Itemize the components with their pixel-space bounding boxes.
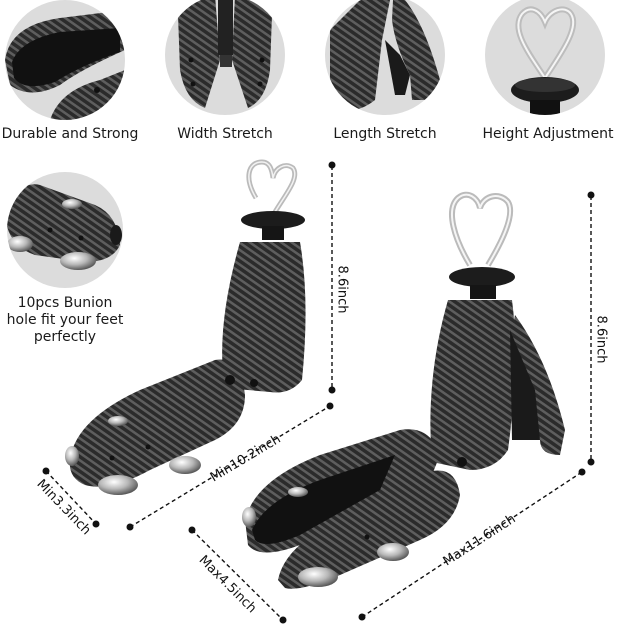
feature-image-height [485,0,605,115]
shoe-stretcher-min [65,159,306,495]
shoe-stretcher-max [242,191,565,589]
bunion-label-line2: hole fit your feet [6,312,124,328]
dim-line-min-width [45,470,97,525]
feature-label-width: Width Stretch [177,126,273,142]
feature-image-width [165,0,285,115]
bunion-label: 10pcs Bunion hole fit your feet perfectl… [0,295,135,346]
feature-label-height: Height Adjustment [482,126,614,142]
dim-line-max-length [361,471,583,618]
bunion-image [7,172,123,288]
dimension-lines [45,166,592,621]
feature-label-length: Length Stretch [333,126,437,142]
dim-label-max-height: 8.6inch [593,315,609,364]
feature-image-durable [5,0,125,120]
dim-line-min-length [129,405,331,528]
feature-label-durable: Durable and Strong [1,126,139,142]
bunion-label-line3: perfectly [33,329,97,345]
dim-label-min-height: 8.6inch [334,265,350,314]
feature-image-length [325,0,445,115]
dimension-endpoints [42,161,595,624]
dim-line-max-width [191,529,284,621]
bunion-label-line1: 10pcs Bunion [17,295,113,311]
